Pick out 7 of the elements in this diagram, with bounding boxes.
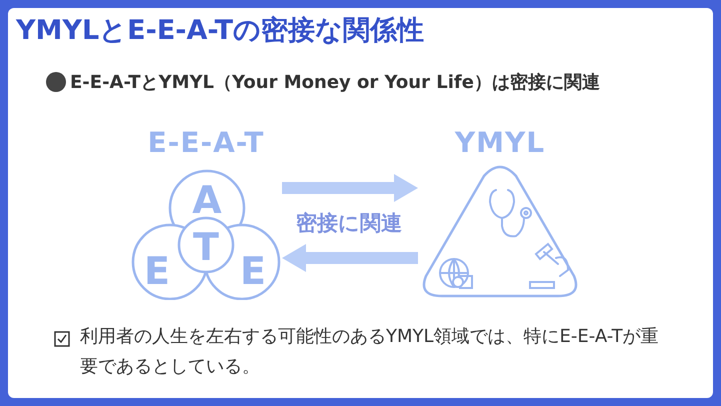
title: YMYLとE-E-A-Tの密接な関係性 [16, 14, 424, 48]
arrow [282, 174, 418, 202]
arrow [282, 244, 418, 272]
note-text: 利用者の人生を左右する可能性のあるYMYL領域では、特にE-E-A-Tが重要であるとしている。 [80, 325, 660, 379]
group-heading: YMYL [454, 126, 546, 159]
subtitle: E-E-A-TとYMYL（Your Money or Your Life）は密接に関連 [70, 71, 600, 94]
group-heading: E-E-A-T [146, 126, 266, 159]
